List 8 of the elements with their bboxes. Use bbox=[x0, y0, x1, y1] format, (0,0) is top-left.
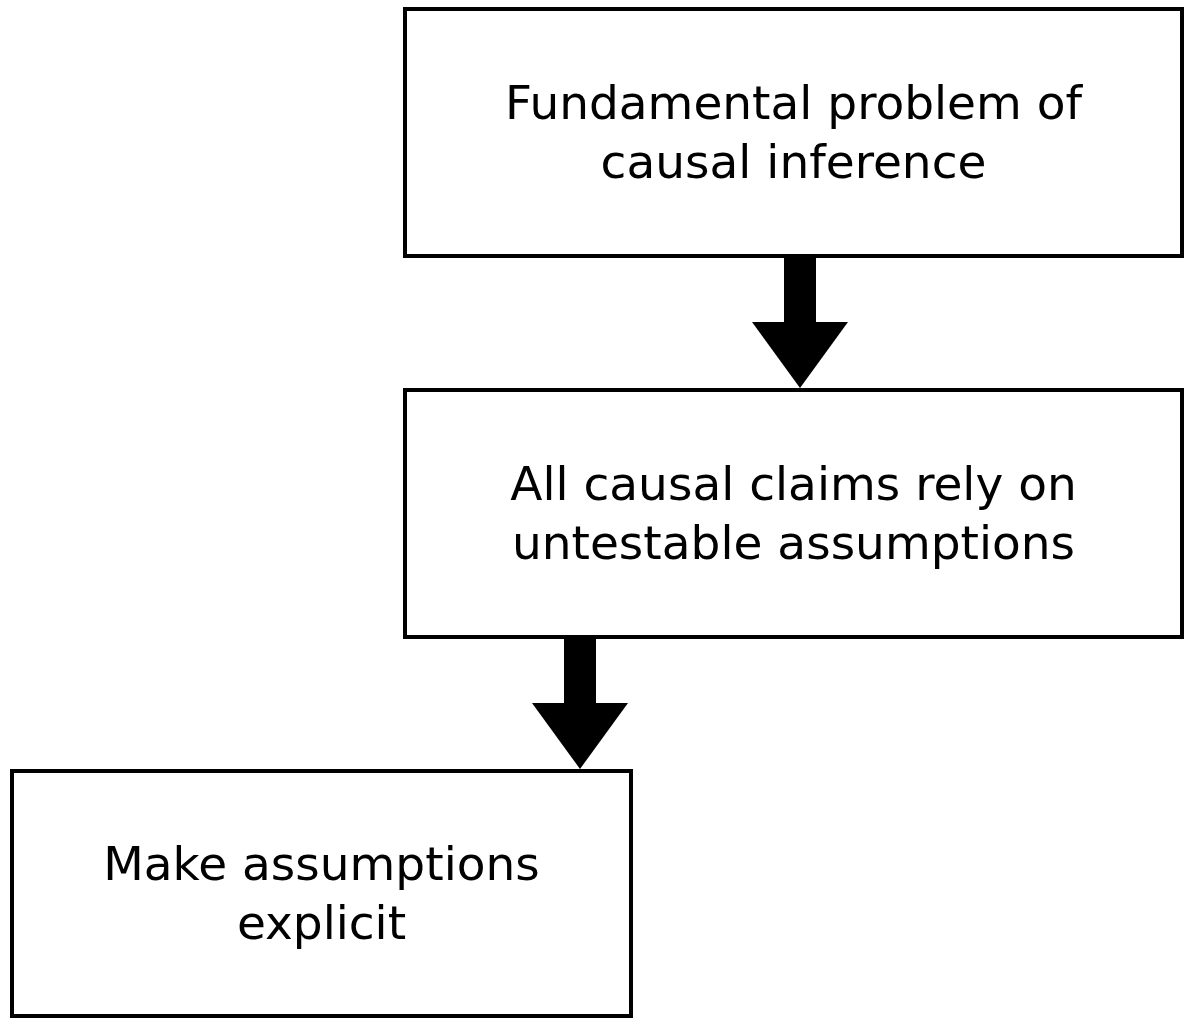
box-label: All causal claims rely on untestable assumptions bbox=[509, 454, 1078, 572]
arrow bbox=[532, 639, 628, 769]
arrow bbox=[752, 258, 848, 388]
process-box bbox=[403, 7, 1184, 258]
process-box bbox=[10, 769, 633, 1018]
process-box bbox=[403, 388, 1184, 639]
box-label: Make assumptions explicit bbox=[102, 834, 541, 952]
box-label: Fundamental problem of causal inference bbox=[503, 73, 1084, 191]
